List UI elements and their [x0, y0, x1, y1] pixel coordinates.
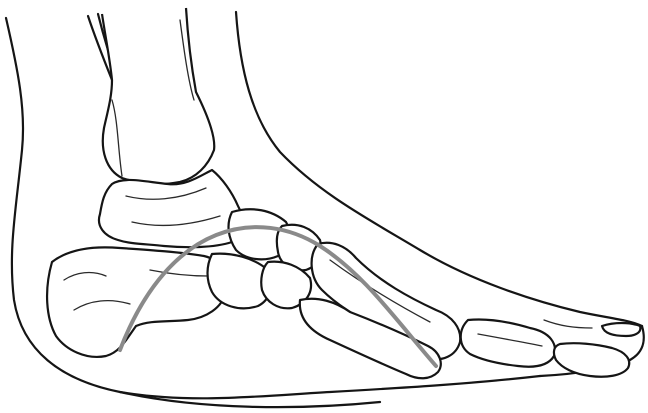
lower-leg-bones	[88, 8, 214, 184]
distal-phalanx	[554, 343, 629, 377]
skin-outline-sole	[120, 392, 380, 407]
tibia	[102, 8, 214, 184]
calcaneus	[47, 247, 227, 357]
toenail	[602, 323, 640, 336]
proximal-phalanx	[461, 319, 555, 366]
toe-crease	[544, 320, 592, 328]
foot-bones	[47, 170, 640, 378]
